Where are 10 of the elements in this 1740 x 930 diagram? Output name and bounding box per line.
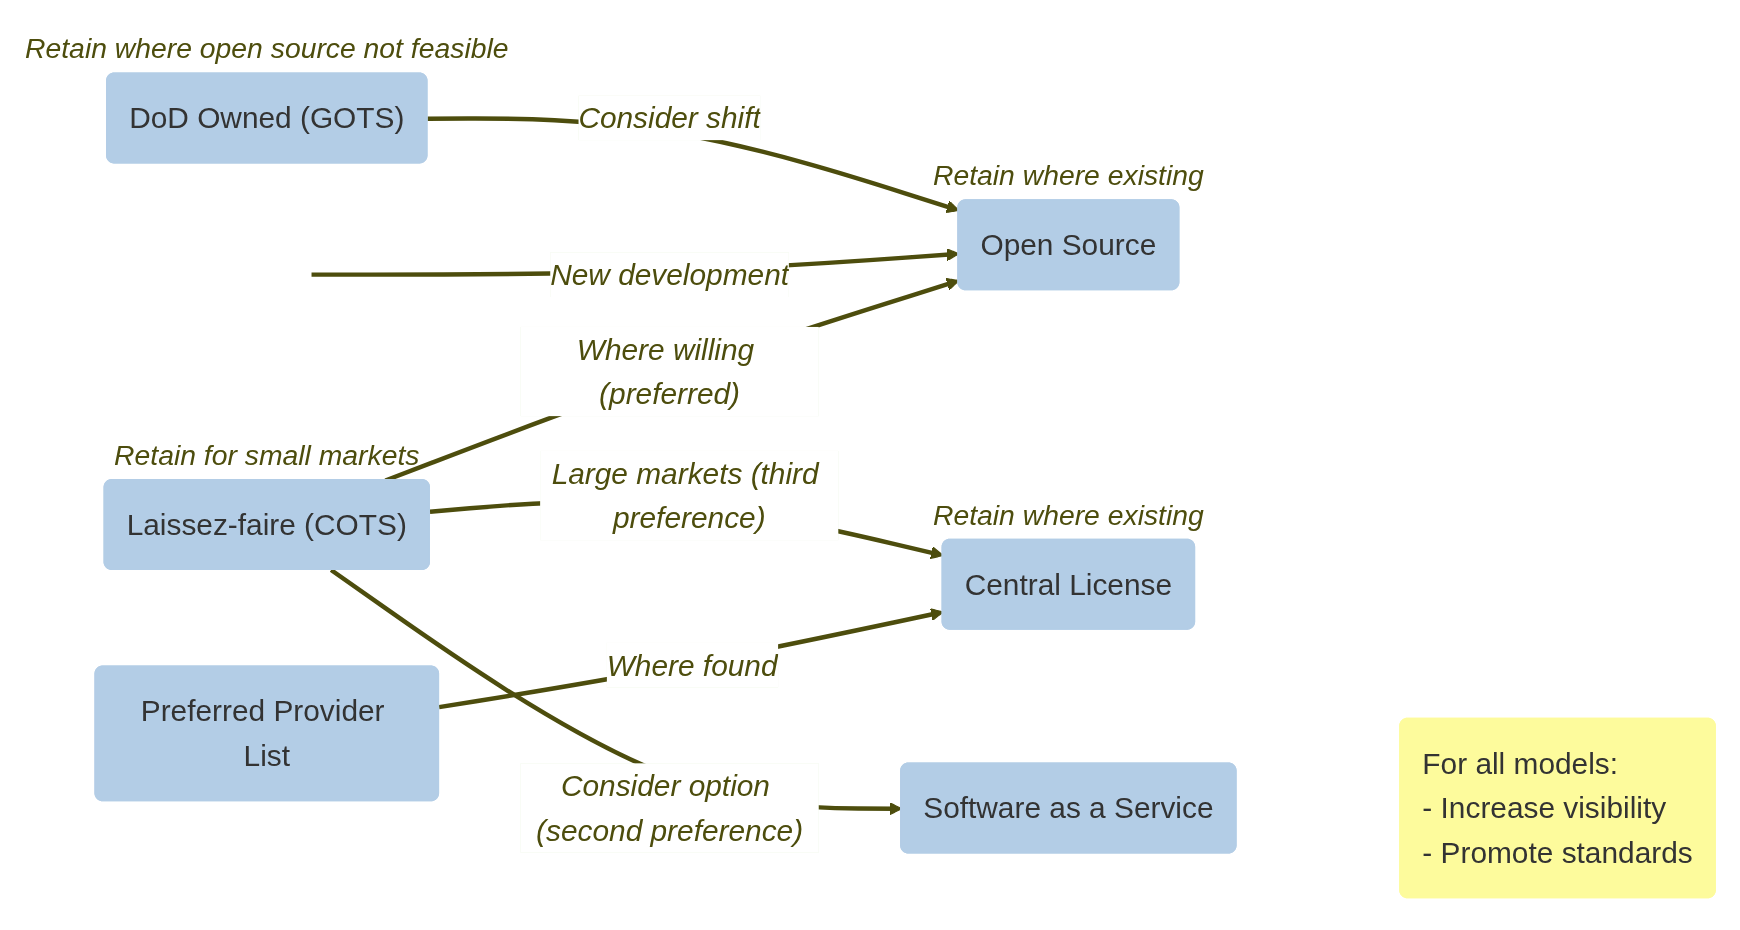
edge-label: Where found xyxy=(606,648,778,682)
annotation-text: Retain for small markets xyxy=(114,438,420,471)
edge-label: Where willing (preferred) xyxy=(576,332,755,411)
edge-label: Large markets (third preference) xyxy=(551,456,819,535)
annotation-text: Retain where open source not feasible xyxy=(25,32,509,65)
annotation-text: Retain where existing xyxy=(932,498,1204,531)
edge-label: Consider option (second preference) xyxy=(536,769,804,847)
annotation-text: Retain where existing xyxy=(932,159,1204,192)
edge-label: Consider shift xyxy=(578,101,761,135)
edge-label: New development xyxy=(550,258,790,292)
